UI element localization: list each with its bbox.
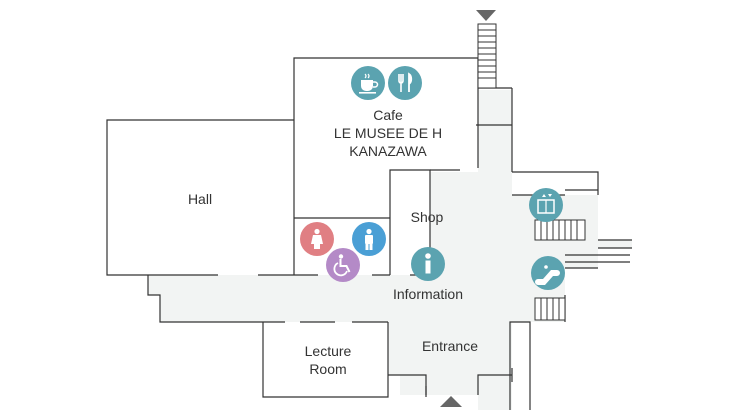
top-exit-arrow xyxy=(476,10,496,21)
cafe-label: Cafe LE MUSEE DE H KANAZAWA xyxy=(328,106,448,160)
information-label: Information xyxy=(392,286,464,302)
entrance-label: Entrance xyxy=(421,338,479,354)
entrance-arrow xyxy=(440,396,462,407)
cafe-label-line-3: KANAZAWA xyxy=(349,143,427,159)
fork-knife-icon[interactable] xyxy=(388,66,422,105)
walls xyxy=(106,57,632,410)
lecture-room-label-line-2: Room xyxy=(309,361,347,377)
cafe-label-line-1: Cafe xyxy=(373,107,403,123)
cafe-label-line-2: LE MUSEE DE H xyxy=(333,125,443,141)
lecture-room-label: Lecture Room xyxy=(290,342,366,378)
female-restroom-icon[interactable] xyxy=(300,222,334,261)
coffee-cup-icon[interactable] xyxy=(351,66,385,105)
hall-label: Hall xyxy=(187,191,213,207)
stairs-right-upper xyxy=(534,219,586,241)
wheelchair-icon[interactable] xyxy=(326,248,360,287)
lecture-room-label-line-1: Lecture xyxy=(304,343,352,359)
shop-label: Shop xyxy=(410,209,444,225)
stairs-top xyxy=(477,23,497,89)
male-restroom-icon[interactable] xyxy=(352,222,386,261)
stairs-right-lower xyxy=(534,297,566,321)
information-icon[interactable] xyxy=(411,247,445,286)
elevator-icon[interactable] xyxy=(529,188,563,227)
escalator-icon[interactable] xyxy=(531,256,565,295)
corridor-area xyxy=(148,90,632,410)
